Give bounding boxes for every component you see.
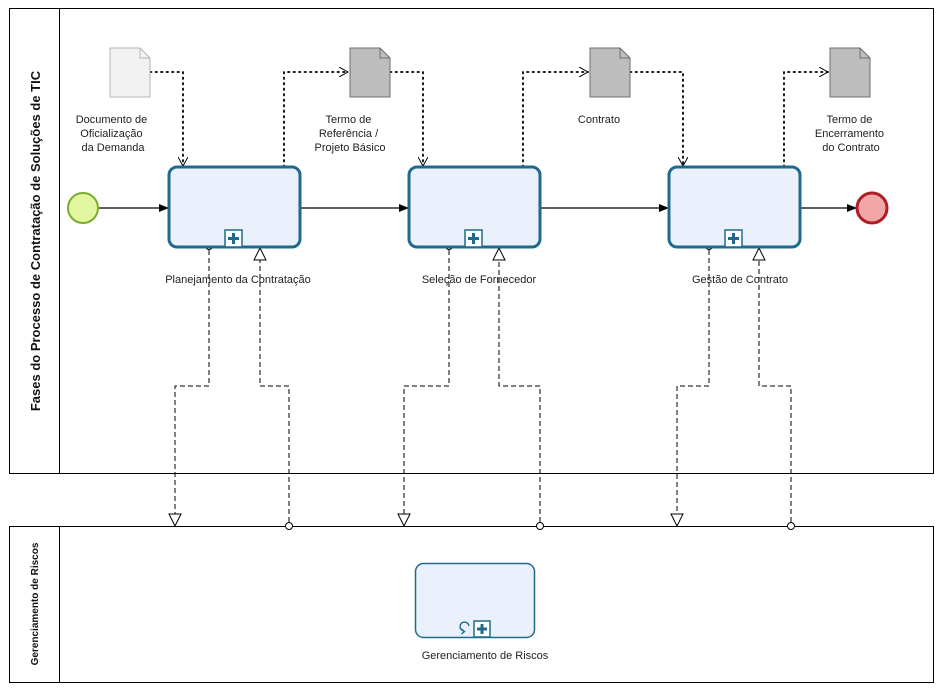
- end-event[interactable]: [855, 191, 889, 225]
- task-selecao[interactable]: Seleção de Fornecedor: [407, 165, 542, 286]
- start-event[interactable]: [67, 192, 99, 224]
- risk-pool-title: Gerenciamento de Riscos: [30, 542, 41, 665]
- data-object-2[interactable]: Termo de Referência / Projeto Básico: [315, 47, 391, 154]
- task-3-label: Gestão de Contrato: [692, 274, 788, 286]
- subprocess-plus-icon[interactable]: [464, 229, 483, 248]
- data-object-4[interactable]: Termo de Encerramento do Contrato: [815, 47, 887, 154]
- document-icon: [829, 47, 871, 98]
- doc-1-line-3: da Demanda: [82, 142, 146, 154]
- document-icon: [109, 47, 151, 98]
- task-2-label: Seleção de Fornecedor: [422, 274, 537, 286]
- doc-4-line-3: do Contrato: [822, 142, 879, 154]
- subprocess-plus-icon[interactable]: [224, 229, 243, 248]
- task-gerenciamento-riscos[interactable]: Gerenciamento de Riscos: [414, 562, 549, 663]
- doc-1-line-2: Oficialização: [80, 128, 142, 140]
- risk-task-label: Gerenciamento de Riscos: [422, 650, 549, 662]
- svg-text:Termo de Referência /: Termo de Referência / Projeto Básico: [315, 114, 386, 154]
- document-icon: [589, 47, 631, 98]
- doc-4-line-2: Encerramento: [815, 128, 884, 140]
- subprocess-plus-icon[interactable]: [724, 229, 743, 248]
- svg-text:Termo de Encerramento: Termo de Encerramento do Contrato: [815, 114, 887, 154]
- doc-1-line-1: Documento de: [76, 114, 148, 126]
- doc-2-line-3: Projeto Básico: [315, 142, 386, 154]
- loop-icon: [459, 621, 470, 635]
- doc-2-line-2: Referência /: [319, 128, 379, 140]
- doc-2-line-1: Termo de: [326, 114, 372, 126]
- main-pool: Fases do Processo de Contratação de Solu…: [9, 8, 934, 474]
- data-associations: [149, 72, 828, 168]
- svg-text:Documento de Oficializaç: Documento de Oficialização da Demanda: [76, 114, 151, 154]
- risk-pool: Gerenciamento de Riscos: [9, 526, 934, 683]
- svg-text:Contrato: Contrato: [578, 114, 620, 126]
- task-planejamento[interactable]: Planejamento da Contratação: [165, 165, 311, 286]
- main-pool-title: Fases do Processo de Contratação de Solu…: [28, 70, 43, 411]
- document-icon: [349, 47, 391, 98]
- task-1-label: Planejamento da Contratação: [165, 274, 311, 286]
- data-object-1[interactable]: Documento de Oficialização da Demanda: [76, 47, 151, 154]
- task-gestao[interactable]: Gestão de Contrato: [667, 165, 802, 286]
- doc-3-line-1: Contrato: [578, 114, 620, 126]
- doc-4-line-1: Termo de: [827, 114, 873, 126]
- subprocess-plus-icon[interactable]: [473, 620, 491, 638]
- data-object-3[interactable]: Contrato: [578, 47, 631, 126]
